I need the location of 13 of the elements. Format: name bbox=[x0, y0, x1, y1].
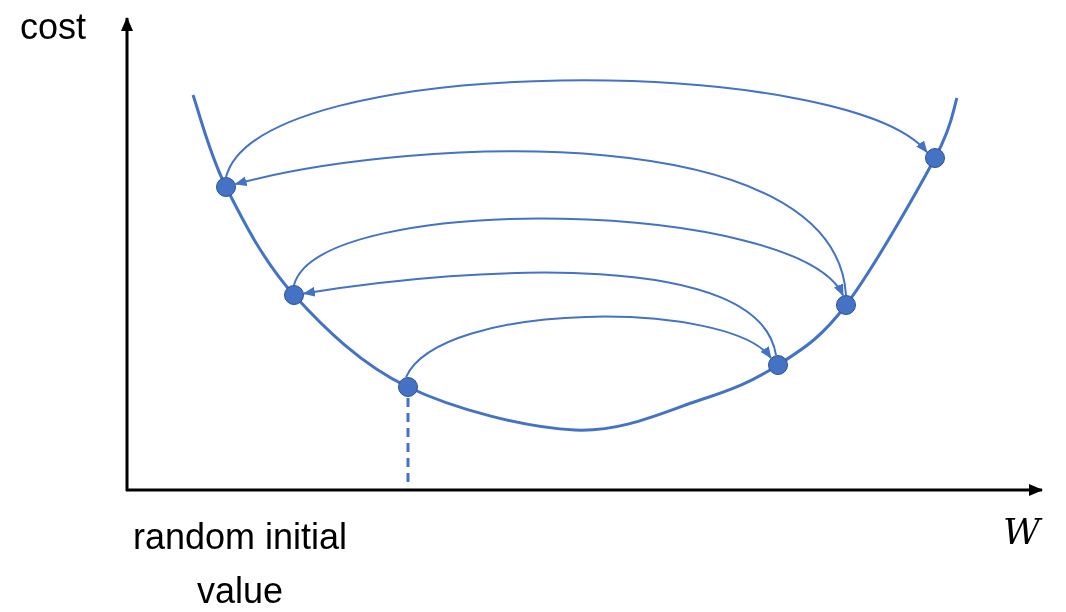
point-marker bbox=[768, 355, 788, 375]
annotation-text: random initial value bbox=[131, 515, 349, 612]
arrow bbox=[293, 217, 845, 297]
point-marker bbox=[398, 377, 418, 397]
arrow bbox=[225, 79, 928, 178]
point-marker bbox=[216, 177, 236, 197]
axis-label: cost bbox=[20, 5, 87, 49]
point-marker bbox=[925, 148, 945, 168]
arrow bbox=[405, 315, 772, 379]
point-marker bbox=[284, 285, 304, 305]
arrow bbox=[234, 150, 847, 296]
arrow bbox=[302, 271, 777, 357]
point-marker bbox=[836, 295, 856, 315]
